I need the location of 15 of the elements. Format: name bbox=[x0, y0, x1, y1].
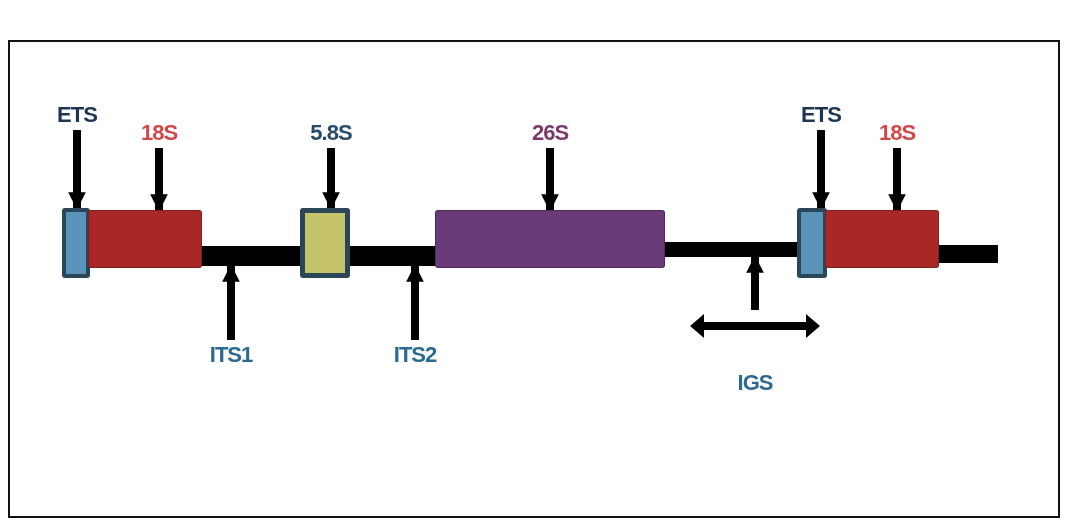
segment-label: 26S bbox=[530, 120, 570, 146]
segment-label: 18S bbox=[139, 120, 179, 146]
18s-segment bbox=[88, 210, 202, 268]
26s-segment bbox=[435, 210, 665, 268]
segment-label: ETS bbox=[800, 102, 842, 128]
segment-label: IGS bbox=[736, 370, 774, 396]
segment-label: ITS2 bbox=[392, 342, 438, 368]
5-8s-segment bbox=[300, 208, 350, 278]
ets-segment bbox=[62, 208, 90, 278]
segment-label: ITS1 bbox=[208, 342, 254, 368]
18s-segment bbox=[825, 210, 939, 268]
segment-label: 18S bbox=[877, 120, 917, 146]
segment-label: 5.8S bbox=[309, 120, 353, 146]
segment-label: ETS bbox=[56, 102, 98, 128]
ets-segment bbox=[797, 208, 827, 278]
